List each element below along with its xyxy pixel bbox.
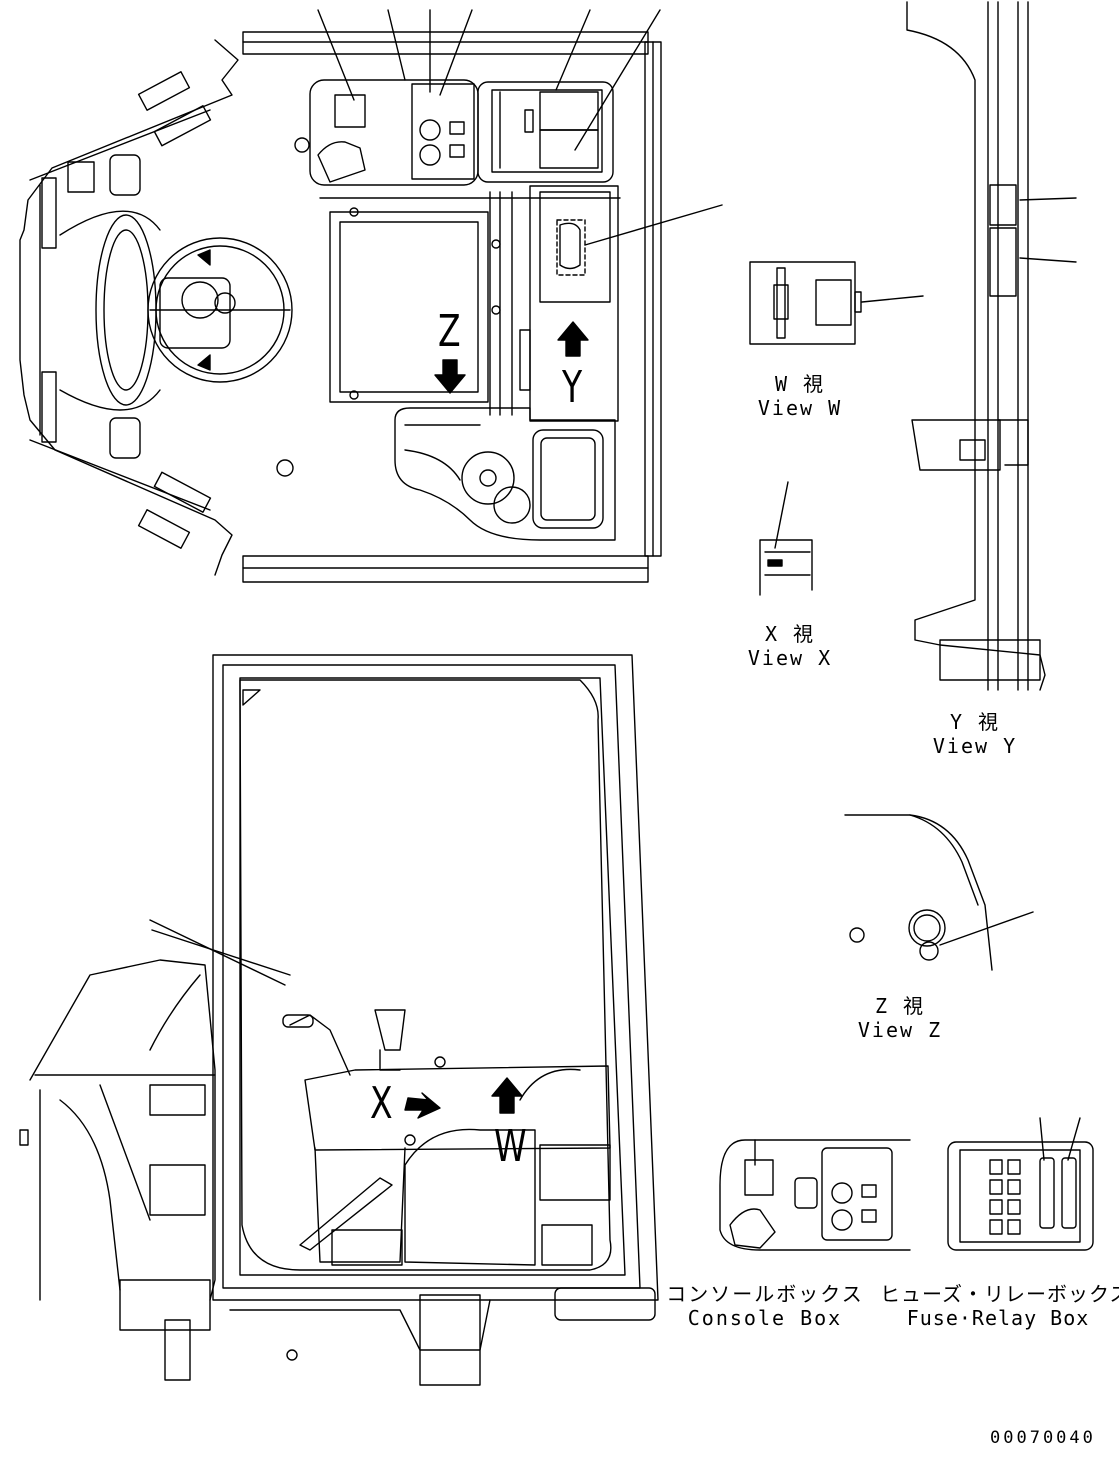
fuse-relay-box-label: ヒューズ・リレーボックス Fuse·Relay Box bbox=[880, 1282, 1119, 1330]
view-y-label-jp: Y 視 bbox=[949, 710, 1001, 734]
view-z-label: Z 視 View Z bbox=[840, 994, 960, 1042]
drawing-code: 00070040 bbox=[990, 1428, 1096, 1448]
x-arrow bbox=[404, 1092, 441, 1119]
w-arrow bbox=[491, 1077, 523, 1114]
cab-plan-view bbox=[19, 9, 723, 583]
view-x-label-jp: X 視 bbox=[764, 622, 816, 646]
console-box-label-en: Console Box bbox=[687, 1306, 843, 1330]
z-arrow bbox=[434, 359, 466, 394]
fuse-relay-box-detail bbox=[947, 1117, 1094, 1251]
marker-z: Z bbox=[438, 306, 461, 357]
marker-x: X bbox=[370, 1078, 393, 1129]
view-y-label-en: View Y bbox=[932, 734, 1018, 758]
view-x-detail bbox=[759, 481, 813, 596]
view-z-detail bbox=[844, 814, 1034, 971]
marker-w: W bbox=[494, 1121, 527, 1172]
cab-side-view bbox=[19, 654, 659, 1386]
view-w-label-en: View W bbox=[757, 396, 843, 420]
view-x-label: X 視 View X bbox=[730, 622, 850, 670]
view-y-detail bbox=[906, 1, 1077, 691]
fuse-relay-box-label-en: Fuse·Relay Box bbox=[906, 1306, 1090, 1330]
console-box-detail bbox=[719, 1139, 911, 1251]
console-box-label-jp: コンソールボックス bbox=[666, 1282, 864, 1306]
fuse-relay-box-label-jp: ヒューズ・リレーボックス bbox=[880, 1282, 1119, 1306]
view-z-label-jp: Z 視 bbox=[874, 994, 926, 1018]
view-w-label-jp: W 視 bbox=[774, 372, 826, 396]
view-w-label: W 視 View W bbox=[740, 372, 860, 420]
view-w-detail bbox=[749, 261, 924, 345]
y-arrow bbox=[557, 321, 589, 357]
marker-y: Y bbox=[562, 362, 583, 413]
view-x-label-en: View X bbox=[747, 646, 833, 670]
view-y-label: Y 視 View Y bbox=[915, 710, 1035, 758]
view-z-label-en: View Z bbox=[857, 1018, 943, 1042]
console-box-label: コンソールボックス Console Box bbox=[665, 1282, 865, 1330]
